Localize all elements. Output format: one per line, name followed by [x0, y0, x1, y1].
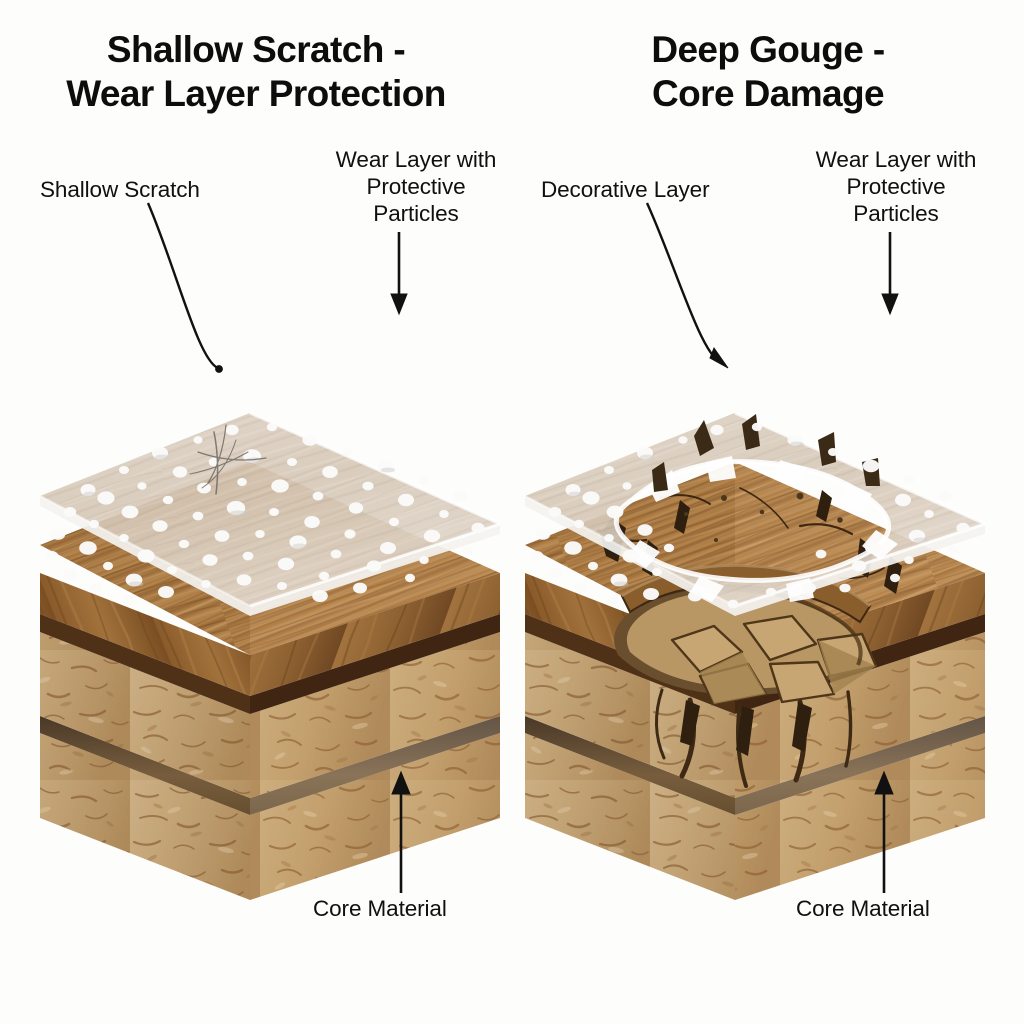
panel-left-title-line1: Shallow Scratch - [106, 29, 406, 70]
left-core-gap [40, 716, 500, 815]
panel-right-title: Deep Gouge - Core Damage [512, 28, 1024, 115]
left-block-artwork [39, 411, 501, 900]
callout-right-wear-layer: Wear Layer with Protective Particles [815, 147, 977, 226]
callout-left-wear-layer: Wear Layer with Protective Particles [335, 147, 497, 226]
shallow-scratch-marks [189, 424, 267, 495]
panel-right-title-line2: Core Damage [652, 72, 885, 114]
right-protective-particles [530, 422, 970, 609]
panel-left-title: Shallow Scratch - Wear Layer Protection [0, 28, 512, 115]
right-wear-layer-sheet [524, 411, 986, 616]
leader-decorative-layer [645, 202, 729, 369]
leader-right-core [874, 770, 894, 893]
callout-decorative-layer: Decorative Layer [541, 177, 710, 202]
left-core-layer-top [40, 632, 500, 798]
callout-left-core-material: Core Material [313, 896, 447, 921]
panel-right-title-line1: Deep Gouge - [651, 29, 885, 70]
panel-shallow-scratch: Shallow Scratch - Wear Layer Protection [0, 28, 512, 115]
panel-deep-gouge: Deep Gouge - Core Damage [512, 0, 1024, 1024]
right-core-layer-bottom [525, 733, 985, 900]
leader-left-wear-layer [390, 232, 408, 316]
leader-shallow-scratch [146, 202, 223, 373]
panel-left-title-line2: Wear Layer Protection [66, 72, 446, 114]
right-core-layer-top [525, 632, 985, 798]
left-protective-particles [45, 422, 485, 605]
leader-right-wear-layer [881, 232, 899, 316]
callout-right-core-material: Core Material [796, 896, 930, 921]
callout-leader-lines [146, 202, 899, 893]
leader-left-core [391, 770, 411, 893]
callout-shallow-scratch: Shallow Scratch [40, 177, 200, 202]
left-wear-layer-sheet [39, 411, 501, 616]
right-block-artwork [524, 411, 986, 900]
right-core-gap [525, 716, 985, 815]
left-core-layer-bottom [40, 733, 500, 900]
